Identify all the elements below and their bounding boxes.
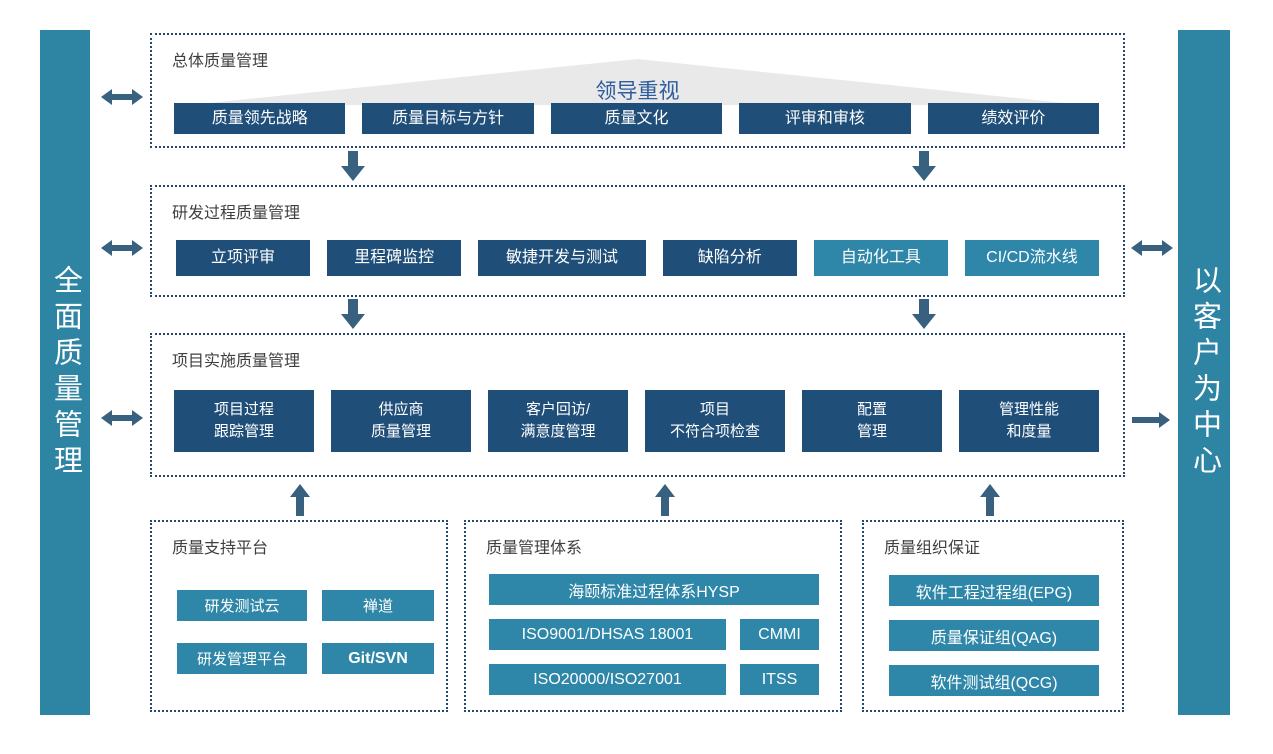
left-vertical-banner: 全面质量管理 <box>40 30 90 715</box>
down-arrow-icon <box>912 299 936 329</box>
down-arrow-icon <box>912 151 936 181</box>
diagram-node: 海颐标准过程体系HYSP <box>489 574 819 605</box>
node-line: 和度量 <box>1006 423 1052 440</box>
up-arrow-icon <box>655 484 675 516</box>
rnd-node-row: 立项评审 里程碑监控 敏捷开发与测试 缺陷分析 自动化工具 CI/CD流水线 <box>176 240 1099 276</box>
node-line: 项目过程 <box>213 401 274 419</box>
diagram-node: ISO20000/ISO27001 <box>489 664 726 695</box>
node-line: 质量管理 <box>370 423 431 440</box>
diagram-node: ITSS <box>740 664 819 695</box>
section-title: 质量支持平台 <box>172 540 269 557</box>
diagram-node: 供应商 质量管理 <box>331 390 471 452</box>
diagram-node: ISO9001/DHSAS 18001 <box>489 619 726 650</box>
section-overall-quality: 总体质量管理 领导重视 质量领先战略 质量目标与方针 质量文化 评审和审核 绩效… <box>150 33 1125 148</box>
down-arrow-icon <box>341 151 365 181</box>
left-right-arrow-icon <box>101 410 143 426</box>
right-vertical-banner: 以客户为中心 <box>1178 30 1230 715</box>
diagram-node: 质量保证组(QAG) <box>889 620 1099 651</box>
node-line: 跟踪管理 <box>213 423 274 440</box>
node-line: 不符合项检查 <box>669 423 760 440</box>
diagram-node: 敏捷开发与测试 <box>478 240 646 276</box>
right-arrow-icon <box>1132 412 1170 428</box>
leadership-banner: 领导重视 <box>595 80 680 103</box>
section-title: 项目实施质量管理 <box>172 353 301 370</box>
diagram-node: Git/SVN <box>322 643 434 674</box>
diagram-node: 评审和审核 <box>739 103 911 134</box>
diagram-node: 管理性能 和度量 <box>959 390 1099 452</box>
node-line: 项目 <box>699 401 730 419</box>
node-line: 管理性能 <box>998 401 1059 419</box>
diagram-node: 绩效评价 <box>927 103 1100 134</box>
down-arrow-icon <box>341 299 365 329</box>
diagram-node: 软件工程过程组(EPG) <box>889 575 1099 606</box>
diagram-node: CMMI <box>740 619 819 650</box>
section-quality-support-platform: 质量支持平台 研发测试云 禅道 研发管理平台 Git/SVN <box>150 520 448 712</box>
diagram-node: 软件测试组(QCG) <box>889 665 1099 696</box>
left-right-arrow-icon <box>101 89 143 105</box>
node-line: 供应商 <box>378 401 424 419</box>
diagram-node: 立项评审 <box>176 240 311 276</box>
section-quality-mgmt-system: 质量管理体系 海颐标准过程体系HYSP ISO9001/DHSAS 18001 … <box>464 520 842 712</box>
left-right-arrow-icon <box>101 240 143 256</box>
diagram-node: 客户回访/ 满意度管理 <box>488 390 628 452</box>
up-arrow-icon <box>290 484 310 516</box>
diagram-node: 研发管理平台 <box>177 643 307 674</box>
diagram-node: 质量领先战略 <box>174 103 346 134</box>
diagram-node: 项目 不符合项检查 <box>645 390 785 452</box>
up-arrow-icon <box>980 484 1000 516</box>
node-line: 管理 <box>856 423 887 440</box>
diagram-node: 配置 管理 <box>802 390 942 452</box>
overall-node-row: 质量领先战略 质量目标与方针 质量文化 评审和审核 绩效评价 <box>174 103 1100 134</box>
section-rnd-process-quality: 研发过程质量管理 立项评审 里程碑监控 敏捷开发与测试 缺陷分析 自动化工具 C… <box>150 185 1125 297</box>
impl-node-row: 项目过程 跟踪管理 供应商 质量管理 客户回访/ 满意度管理 项目 不符合项检查… <box>174 390 1099 452</box>
diagram-node: CI/CD流水线 <box>964 240 1099 276</box>
diagram-node: 里程碑监控 <box>327 240 462 276</box>
section-title: 质量管理体系 <box>486 540 583 557</box>
diagram-node: 质量目标与方针 <box>362 103 534 134</box>
diagram-node: 缺陷分析 <box>662 240 797 276</box>
node-line: 满意度管理 <box>520 423 596 440</box>
section-project-impl-quality: 项目实施质量管理 项目过程 跟踪管理 供应商 质量管理 客户回访/ 满意度管理 … <box>150 333 1125 477</box>
diagram-node: 自动化工具 <box>813 240 948 276</box>
right-banner-label: 以客户为中心 <box>1188 264 1221 481</box>
diagram-node: 项目过程 跟踪管理 <box>174 390 314 452</box>
left-banner-label: 全面质量管理 <box>49 264 82 481</box>
left-right-arrow-icon <box>1131 240 1173 256</box>
node-line: 配置 <box>856 401 887 419</box>
diagram-node: 质量文化 <box>550 103 723 134</box>
section-title: 质量组织保证 <box>884 540 981 557</box>
node-line: 客户回访/ <box>525 401 591 419</box>
leadership-triangle <box>190 59 1084 105</box>
section-quality-org-assurance: 质量组织保证 软件工程过程组(EPG) 质量保证组(QAG) 软件测试组(QCG… <box>862 520 1124 712</box>
diagram-node: 研发测试云 <box>177 590 307 621</box>
diagram-node: 禅道 <box>322 590 434 621</box>
section-title: 研发过程质量管理 <box>172 205 301 222</box>
